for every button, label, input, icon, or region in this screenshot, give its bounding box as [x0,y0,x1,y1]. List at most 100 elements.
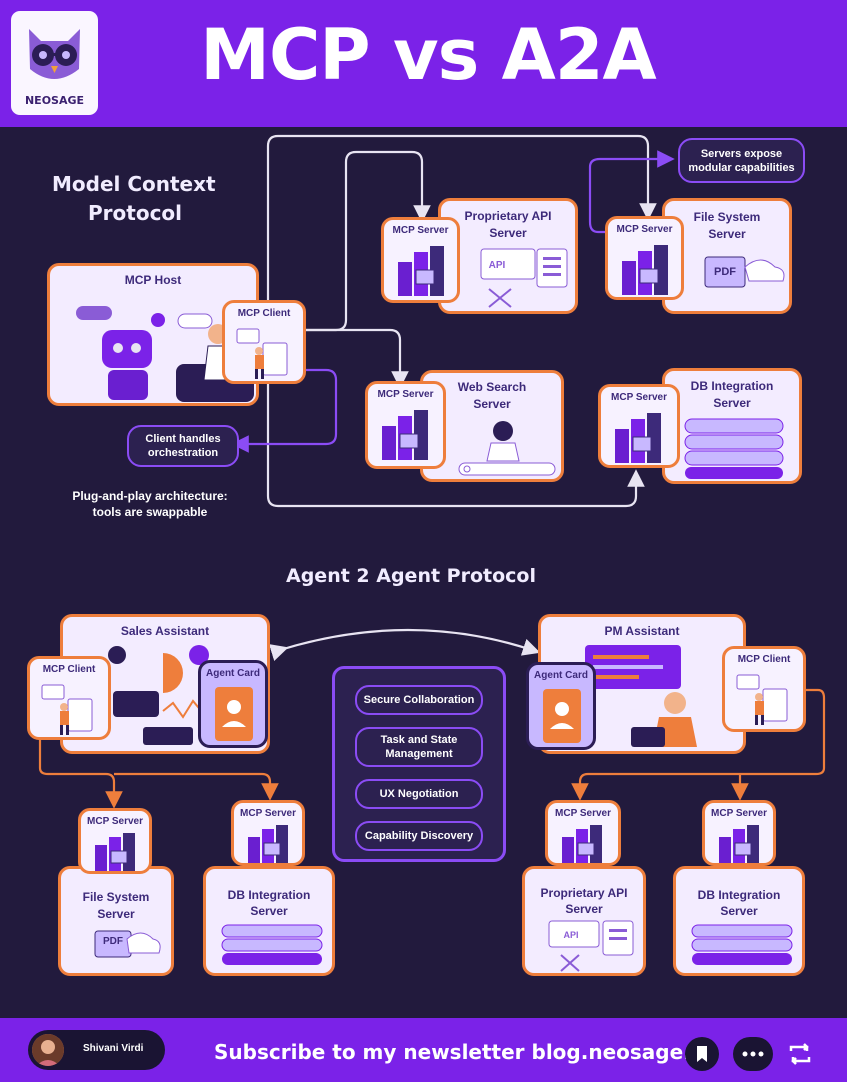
a2a-db-integration-box-2: DB Integration Server [673,866,805,976]
a2a-mcp-server-label-3: MCP Server [555,808,611,819]
feature-capability-discovery-label: Capability Discovery [364,830,474,842]
mcp-client-box: MCP Client [222,300,306,384]
pm-assistant-box: PM Assistant [538,614,746,754]
db-integration-label-2: Server [713,396,751,410]
db-integration-server-box: DB Integration Server [662,368,802,484]
server-rack-icon [622,245,668,295]
client-illustration [736,674,788,725]
file-system-label-1: File System [693,210,761,224]
feature-ux-negotiation-label: UX Negotiation [379,788,459,800]
server-rack-icon [398,246,444,296]
agent-card-label-sales: Agent Card [206,668,260,679]
a2a-pdf-text: PDF [103,936,123,947]
page-title: MCP vs A2A [200,14,656,96]
a2a-file-system-label-2: Server [97,907,135,921]
mcp-title-line2: Protocol [88,201,183,225]
mcp-server-box-2: MCP Server [605,216,684,300]
plug-and-play-note: Plug-and-play architecture: tools are sw… [40,488,260,520]
author-name: Shivani Virdi [83,1043,144,1054]
web-search-label-1: Web Search [457,380,527,394]
header-banner: NEOSAGE MCP vs A2A [0,0,847,127]
mcp-host-box: MCP Host [47,263,259,406]
mcp-server-label-1: MCP Server [392,225,449,236]
bookmark-icon[interactable] [685,1037,719,1071]
a2a-db-integration-box-1: DB Integration Server [203,866,335,976]
mcp-client-sales: MCP Client [27,656,111,740]
pdf-folder-icon [94,930,161,958]
server-rack-icon [615,413,661,463]
pdf-text: PDF [714,266,736,278]
feature-task-state-line1: Task and State [380,734,458,746]
mcp-server-box-1: MCP Server [381,217,460,303]
proprietary-api-label-1: Proprietary API [464,209,552,223]
feature-secure-collaboration-label: Secure Collaboration [363,694,475,706]
mcp-title-line1: Model Context [52,172,216,196]
mcp-server-label-3: MCP Server [377,389,434,400]
footer-banner: Shivani Virdi Subscribe to my newsletter… [0,1018,847,1082]
comment-icon[interactable] [733,1037,773,1071]
a2a-mcp-server-label-2: MCP Server [240,808,296,819]
mcp-host-label: MCP Host [124,273,182,287]
plug-and-play-line1: Plug-and-play architecture: [72,489,228,503]
mcp-client-label: MCP Client [237,308,291,319]
avatar [32,1034,64,1066]
database-icon [221,924,323,965]
servers-expose-line2: modular capabilities [688,161,795,174]
owl-icon [29,29,80,79]
api-text: API [488,260,506,271]
web-search-illustration [458,421,556,476]
web-search-label-2: Server [473,397,511,411]
feature-capability-discovery: Capability Discovery [355,821,483,851]
subscribe-text[interactable]: Subscribe to my newsletter blog.neosage.… [214,1040,712,1064]
agent-card-label-pm: Agent Card [534,670,588,681]
a2a-features-panel: Secure Collaboration Task and State Mana… [332,666,506,862]
server-rack-icon [719,825,759,863]
a2a-mcp-server-box-4: MCP Server [702,800,776,866]
sales-illustration [108,645,209,745]
a2a-db-label-2b: Server [720,904,758,918]
repost-icon[interactable] [783,1037,817,1071]
proprietary-api-server-box: Proprietary API Server API [438,198,578,314]
proprietary-api-label-2: Server [489,226,527,240]
mcp-client-label-pm: MCP Client [737,654,791,665]
sales-assistant-label: Sales Assistant [120,624,210,638]
db-integration-label-1: DB Integration [690,379,774,393]
a2a-db-label-1a: DB Integration [227,888,311,902]
a2a-proprietary-label-1: Proprietary API [540,886,628,900]
a2a-mcp-server-label-1: MCP Server [87,816,143,827]
a2a-proprietary-api-box: Proprietary API Server API [522,866,646,976]
agent-card-pm: Agent Card [526,662,596,750]
a2a-title: Agent 2 Agent Protocol [286,565,536,587]
a2a-api-text: API [563,930,579,940]
a2a-proprietary-label-2: Server [565,902,603,916]
a2a-mcp-server-label-4: MCP Server [711,808,767,819]
a2a-mcp-server-box-2: MCP Server [231,800,305,866]
author-chip[interactable]: Shivani Virdi [28,1030,165,1070]
mcp-client-label-sales: MCP Client [42,664,96,675]
server-rack-icon [248,825,288,863]
client-handles-line2: orchestration [147,447,219,459]
a2a-mcp-server-box-1: MCP Server [78,808,152,874]
server-rack-icon [95,833,135,871]
avatar-portrait [32,1034,64,1066]
mcp-server-box-4: MCP Server [598,384,680,468]
api-illustration [548,920,634,972]
pdf-folder-icon [704,256,785,288]
server-rack-icon [382,410,428,460]
a2a-file-system-box: File System Server PDF [58,866,174,976]
feature-secure-collaboration: Secure Collaboration [355,685,483,715]
agent-card-sales: Agent Card [198,660,268,748]
server-rack-icon [562,825,602,863]
client-handles-note: Client handles orchestration [127,425,239,467]
plug-and-play-line2: tools are swappable [92,505,208,519]
id-card-icon [543,689,581,743]
file-system-label-2: Server [708,227,746,241]
database-icon [691,924,793,965]
servers-expose-note: Servers expose modular capabilities [678,138,805,183]
a2a-file-system-label-1: File System [82,890,150,904]
mcp-client-pm: MCP Client [722,646,806,732]
mcp-server-label-4: MCP Server [611,392,667,403]
neosage-logo: NEOSAGE [11,11,98,115]
client-illustration [41,684,93,735]
